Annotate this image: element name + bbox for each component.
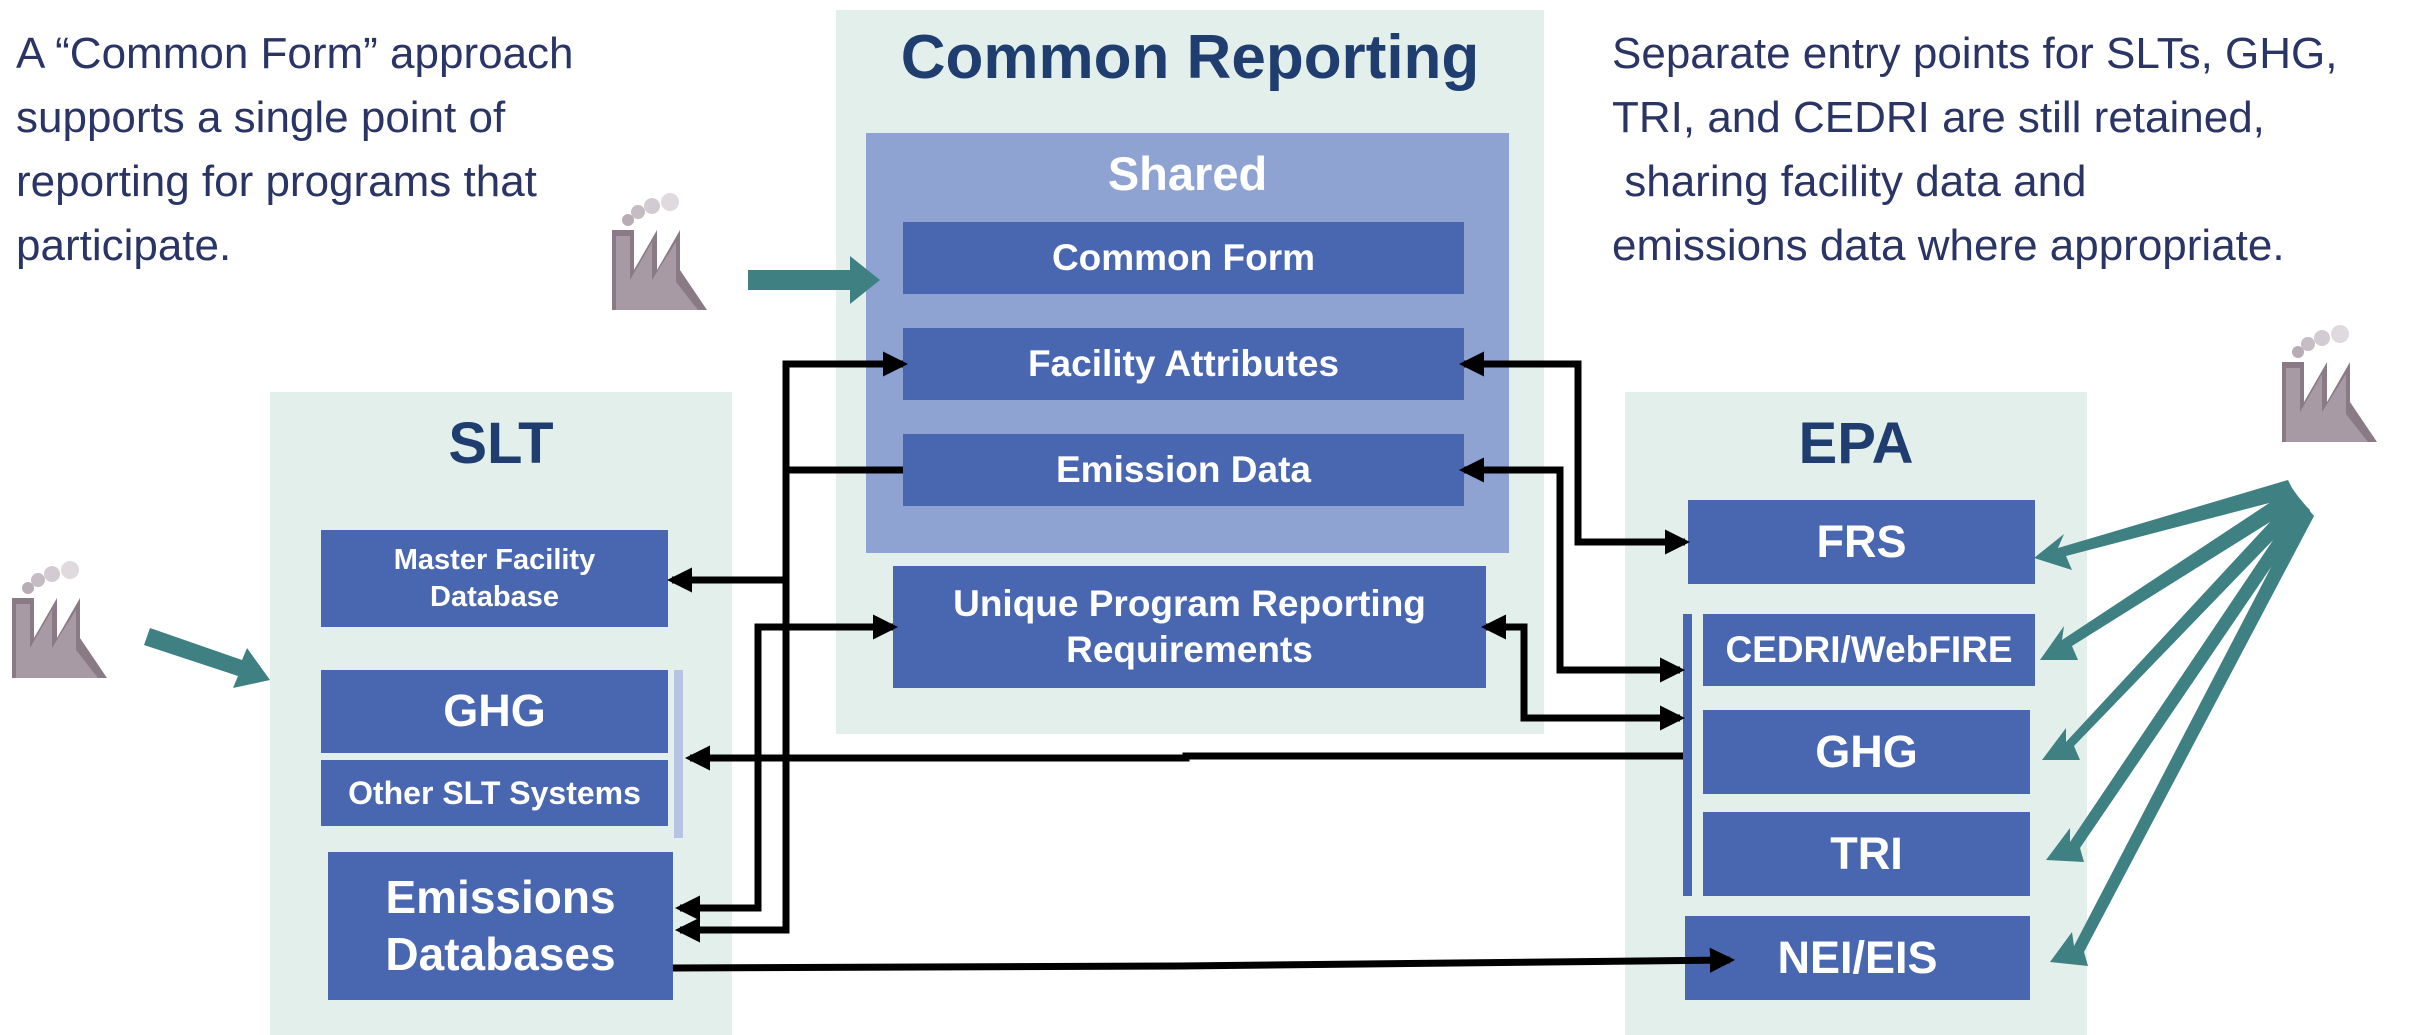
factory-icon-right (2282, 325, 2377, 442)
emissions-databases-box: Emissions Databases (328, 852, 673, 1000)
nei-eis-box: NEI/EIS (1685, 916, 2030, 1000)
teal-arrows (144, 256, 2314, 966)
factory-icon-left (12, 561, 107, 678)
epa-ghg-box: GHG (1703, 710, 2030, 794)
unique-program-box: Unique Program Reporting Requirements (893, 566, 1486, 688)
epa-title: EPA (1798, 411, 1914, 476)
cedri-box: CEDRI/WebFIRE (1703, 614, 2035, 686)
tri-box: TRI (1703, 812, 2030, 896)
factory-icon-top (612, 193, 707, 310)
other-slt-systems-box: Other SLT Systems (321, 760, 668, 826)
frs-box: FRS (1688, 500, 2035, 584)
slt-title: SLT (448, 411, 554, 476)
master-facility-box: Master Facility Database (321, 530, 668, 627)
emission-data-box: Emission Data (903, 434, 1464, 506)
arrow-icon-left (144, 628, 270, 688)
common-reporting-title: Common Reporting (900, 23, 1480, 92)
facility-attributes-box: Facility Attributes (903, 328, 1464, 400)
epa-group-bar (1683, 614, 1692, 896)
shared-label: Shared (1107, 147, 1268, 200)
common-form-box: Common Form (903, 222, 1464, 294)
right-note: Separate entry points for SLTs, GHG, TRI… (1612, 29, 2338, 270)
left-note: A “Common Form” approach supports a sing… (16, 29, 574, 270)
arrow-icon-top (748, 256, 880, 304)
slt-ghg-box: GHG (321, 670, 668, 753)
